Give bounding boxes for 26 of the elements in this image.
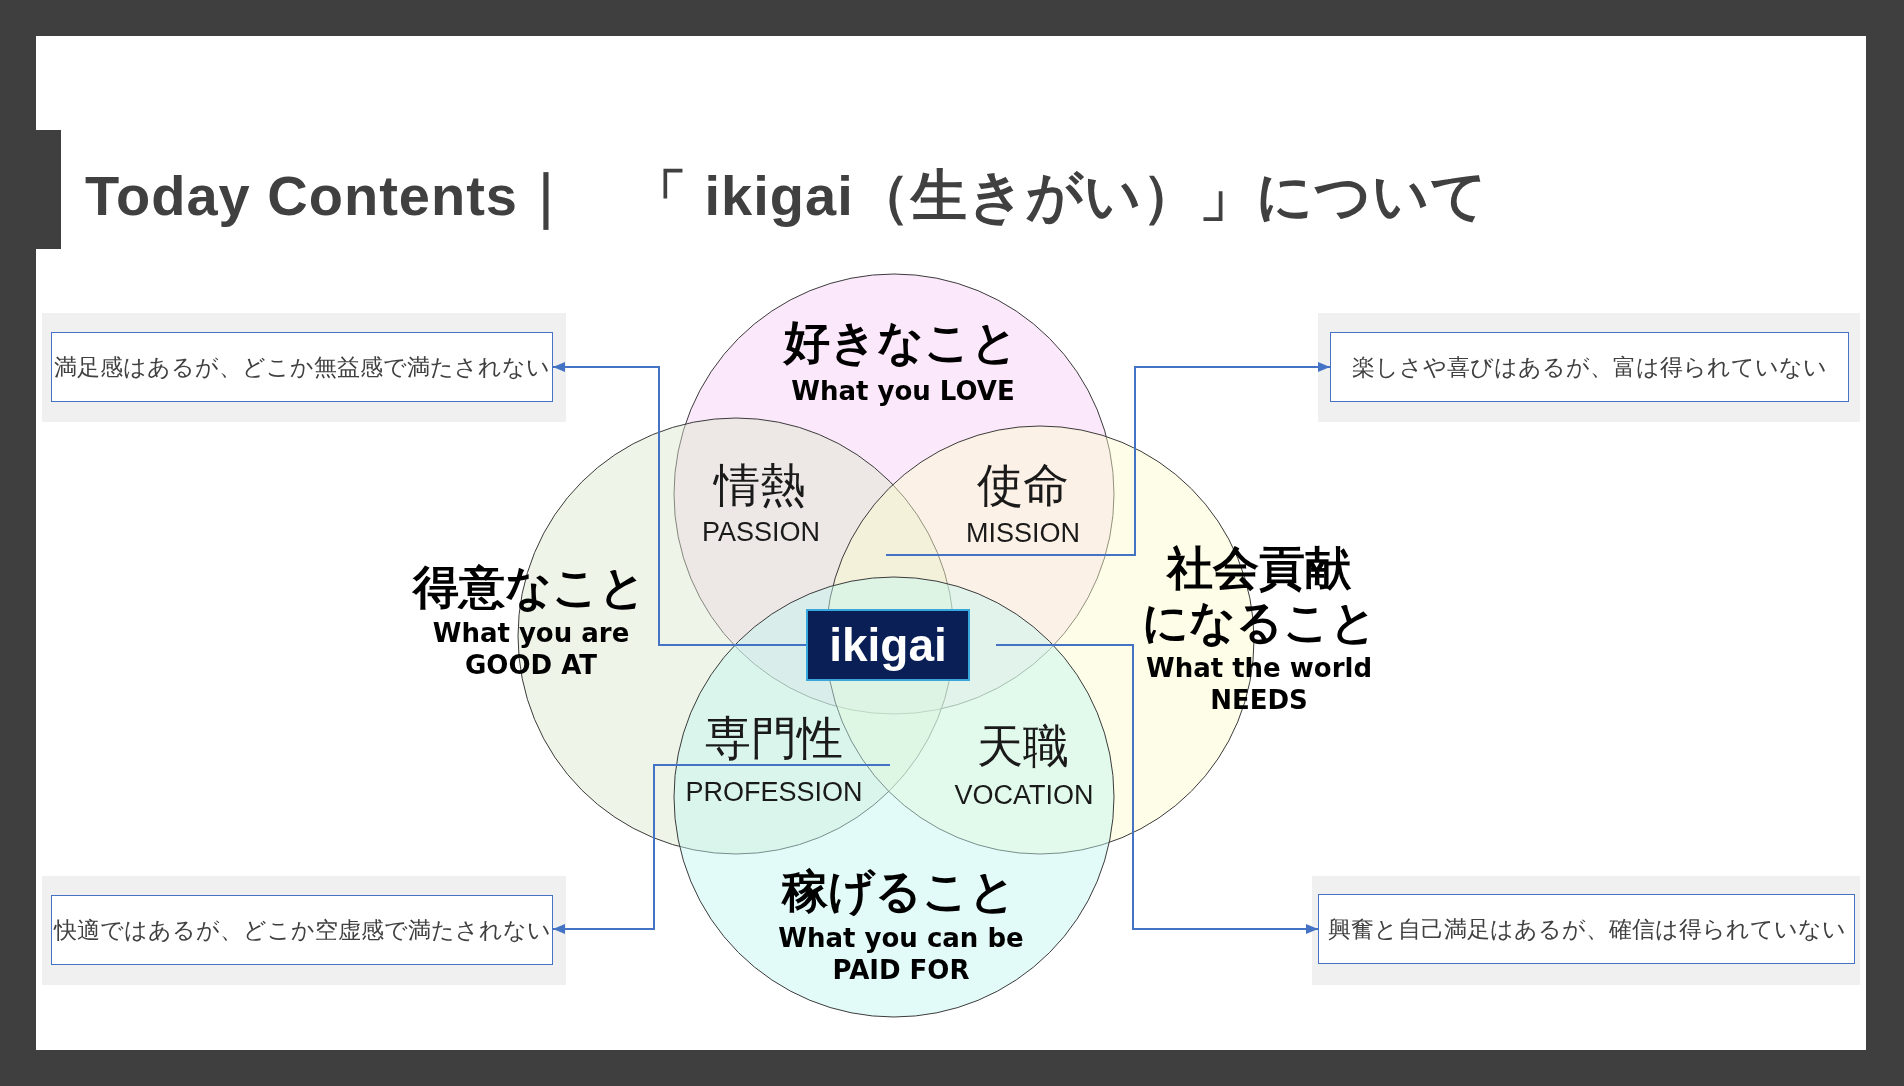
callout-box: 満足感はあるが、どこか無益感で満たされない: [51, 332, 553, 402]
region-label: PROFESSION: [684, 777, 864, 807]
ikigai-box: ikigai: [806, 609, 970, 681]
region-label: 使命: [976, 460, 1070, 510]
venn-subheading: What the world NEEDS: [1144, 652, 1374, 716]
venn-heading: 好きなこと: [782, 315, 1019, 369]
connector-arrow: [995, 644, 1319, 934]
venn-heading: 稼げること: [780, 864, 1017, 918]
callout-box: 興奮と自己満足はあるが、確信は得られていない: [1318, 894, 1855, 964]
venn-heading: 社会貢献になること: [1141, 541, 1377, 649]
callout-box: 快適ではあるが、どこか空虚感で満たされない: [51, 895, 553, 965]
slide-title: Today Contents｜ 「 ikigai（生きがい）」について: [85, 163, 1488, 229]
connector-arrow: [552, 362, 807, 646]
venn-subheading: What you are GOOD AT: [431, 617, 631, 681]
callout-box: 楽しさや喜びはあるが、富は得られていない: [1330, 332, 1849, 402]
region-label: PASSION: [700, 517, 821, 547]
connector-arrow: [552, 764, 891, 934]
venn-subheading: What you LOVE: [790, 375, 1016, 407]
region-label: 天職: [976, 721, 1070, 771]
region-label: 情熱: [712, 460, 807, 510]
region-label: 専門性: [704, 713, 844, 763]
venn-heading: 得意なこと: [411, 560, 647, 614]
region-label: VOCATION: [953, 780, 1095, 810]
region-label: MISSION: [965, 518, 1081, 548]
connector-arrow: [885, 362, 1331, 556]
venn-subheading: What you can be PAID FOR: [777, 922, 1025, 986]
